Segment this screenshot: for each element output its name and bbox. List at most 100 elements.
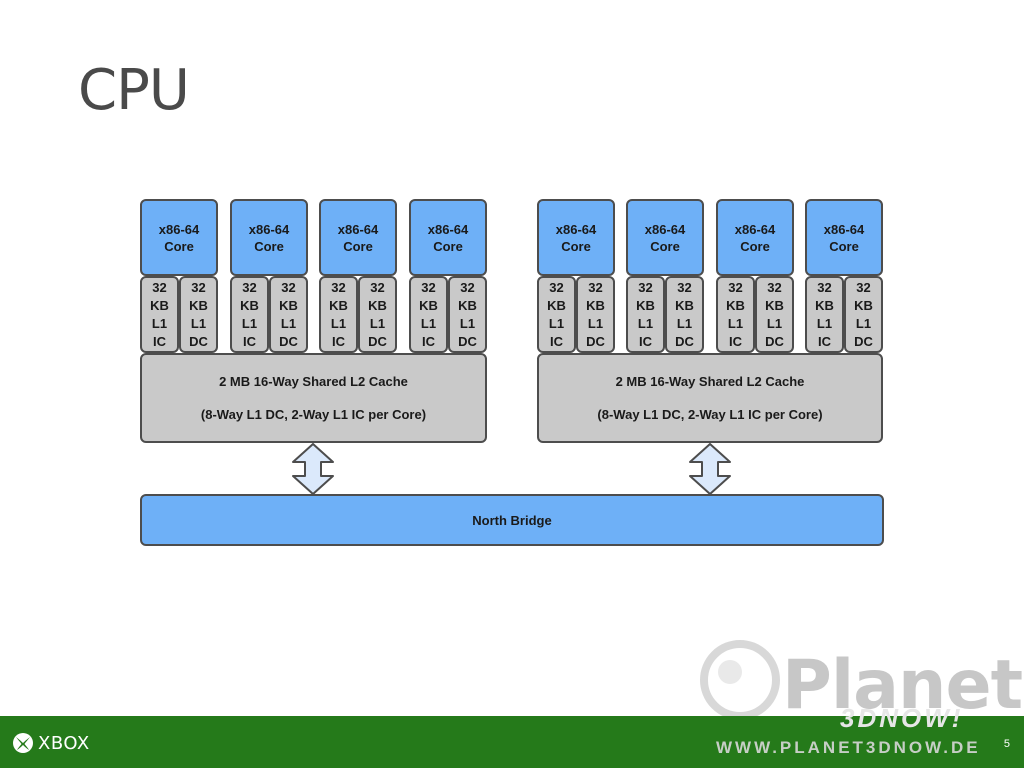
l1-ic-line1: 32 bbox=[638, 279, 653, 295]
l1-ic-box: 32 KB L1 IC bbox=[716, 276, 755, 353]
core-label-line1: x86-64 bbox=[644, 221, 686, 237]
l1-dc-line4: DC bbox=[765, 333, 784, 349]
l1-ic-line3: L1 bbox=[548, 315, 565, 331]
l1-dc-line2: KB bbox=[458, 297, 477, 313]
l1-ic-line2: KB bbox=[150, 297, 169, 313]
l1-dc-line2: KB bbox=[279, 297, 298, 313]
l1-ic-line1: 32 bbox=[331, 279, 346, 295]
l1-dc-line2: KB bbox=[854, 297, 873, 313]
l1-ic-line2: KB bbox=[726, 297, 745, 313]
l1-dc-line4: DC bbox=[675, 333, 694, 349]
l1-ic-line3: L1 bbox=[637, 315, 654, 331]
core-label-line1: x86-64 bbox=[555, 221, 597, 237]
l1-ic-line3: L1 bbox=[420, 315, 437, 331]
l2-cache-title: 2 MB 16-Way Shared L2 Cache bbox=[219, 374, 408, 389]
l1-ic-line4: IC bbox=[243, 333, 256, 349]
core-box: x86-64 Core bbox=[319, 199, 397, 276]
l2-cache-detail: (8-Way L1 DC, 2-Way L1 IC per Core) bbox=[597, 407, 823, 422]
l1-ic-line3: L1 bbox=[151, 315, 168, 331]
core-label-line2: Core bbox=[561, 238, 591, 254]
l1-ic-line4: IC bbox=[818, 333, 831, 349]
xbox-brand-text: XBOX bbox=[38, 733, 90, 754]
l1-dc-line3: L1 bbox=[369, 315, 386, 331]
l1-dc-line2: KB bbox=[368, 297, 387, 313]
core-label-line2: Core bbox=[829, 238, 859, 254]
planet-logo-icon bbox=[700, 640, 780, 720]
l1-ic-box: 32 KB L1 IC bbox=[626, 276, 665, 353]
core-box: x86-64 Core bbox=[805, 199, 883, 276]
l1-ic-line4: IC bbox=[729, 333, 742, 349]
core-label-line2: Core bbox=[343, 238, 373, 254]
l1-dc-line2: KB bbox=[675, 297, 694, 313]
north-bridge-label: North Bridge bbox=[472, 512, 552, 528]
l1-ic-line1: 32 bbox=[817, 279, 832, 295]
l1-ic-line1: 32 bbox=[152, 279, 167, 295]
core-box: x86-64 Core bbox=[716, 199, 794, 276]
l2-cache-detail: (8-Way L1 DC, 2-Way L1 IC per Core) bbox=[200, 407, 427, 422]
l1-dc-line4: DC bbox=[368, 333, 387, 349]
l1-dc-line1: 32 bbox=[370, 279, 385, 295]
l1-ic-line1: 32 bbox=[242, 279, 257, 295]
l1-ic-line3: L1 bbox=[727, 315, 744, 331]
l1-ic-box: 32 KB L1 IC bbox=[140, 276, 179, 353]
l1-dc-line3: L1 bbox=[459, 315, 476, 331]
watermark-subtitle: 3DNOW! bbox=[840, 703, 964, 733]
l1-ic-line2: KB bbox=[329, 297, 348, 313]
l1-ic-box: 32 KB L1 IC bbox=[537, 276, 576, 353]
watermark-url: WWW.PLANET3DNOW.DE bbox=[716, 738, 981, 757]
core-label-line2: Core bbox=[650, 238, 680, 254]
l1-ic-line1: 32 bbox=[549, 279, 564, 295]
l1-ic-line2: KB bbox=[815, 297, 834, 313]
north-bridge-box: North Bridge bbox=[140, 494, 884, 546]
l1-dc-box: 32 KB L1 DC bbox=[358, 276, 397, 353]
l1-ic-line4: IC bbox=[422, 333, 435, 349]
l1-dc-box: 32 KB L1 DC bbox=[448, 276, 487, 353]
l1-dc-line1: 32 bbox=[856, 279, 871, 295]
bidirectional-arrow-icon bbox=[689, 443, 731, 495]
l1-dc-line1: 32 bbox=[767, 279, 782, 295]
slide-title: CPU bbox=[78, 58, 190, 123]
l1-dc-line1: 32 bbox=[460, 279, 475, 295]
l1-dc-box: 32 KB L1 DC bbox=[179, 276, 218, 353]
core-label-line1: x86-64 bbox=[337, 221, 379, 237]
l1-ic-box: 32 KB L1 IC bbox=[805, 276, 844, 353]
l1-ic-line4: IC bbox=[639, 333, 652, 349]
xbox-logo-icon bbox=[13, 733, 33, 753]
l1-dc-line4: DC bbox=[279, 333, 298, 349]
core-label-line2: Core bbox=[433, 238, 463, 254]
core-label-line1: x86-64 bbox=[823, 221, 865, 237]
l1-ic-line3: L1 bbox=[330, 315, 347, 331]
l1-ic-line4: IC bbox=[332, 333, 345, 349]
core-label-line1: x86-64 bbox=[427, 221, 469, 237]
l1-ic-line1: 32 bbox=[421, 279, 436, 295]
l1-ic-line2: KB bbox=[419, 297, 438, 313]
l1-dc-box: 32 KB L1 DC bbox=[269, 276, 308, 353]
bidirectional-arrow-icon bbox=[292, 443, 334, 495]
core-label-line1: x86-64 bbox=[158, 221, 200, 237]
l1-dc-line3: L1 bbox=[855, 315, 872, 331]
shared-l2-cache-box: 2 MB 16-Way Shared L2 Cache (8-Way L1 DC… bbox=[537, 353, 883, 443]
l1-dc-line4: DC bbox=[458, 333, 477, 349]
l1-ic-box: 32 KB L1 IC bbox=[319, 276, 358, 353]
l1-dc-line2: KB bbox=[586, 297, 605, 313]
l1-ic-line4: IC bbox=[550, 333, 563, 349]
l1-ic-line2: KB bbox=[547, 297, 566, 313]
l1-dc-line3: L1 bbox=[280, 315, 297, 331]
l1-dc-line1: 32 bbox=[191, 279, 206, 295]
core-box: x86-64 Core bbox=[409, 199, 487, 276]
l1-ic-box: 32 KB L1 IC bbox=[230, 276, 269, 353]
l1-ic-line2: KB bbox=[240, 297, 259, 313]
core-box: x86-64 Core bbox=[230, 199, 308, 276]
l1-ic-box: 32 KB L1 IC bbox=[409, 276, 448, 353]
core-box: x86-64 Core bbox=[537, 199, 615, 276]
l1-dc-box: 32 KB L1 DC bbox=[755, 276, 794, 353]
l1-dc-line2: KB bbox=[189, 297, 208, 313]
l1-dc-line1: 32 bbox=[281, 279, 296, 295]
core-label-line2: Core bbox=[740, 238, 770, 254]
shared-l2-cache-box: 2 MB 16-Way Shared L2 Cache (8-Way L1 DC… bbox=[140, 353, 487, 443]
l1-ic-line3: L1 bbox=[816, 315, 833, 331]
l1-dc-line4: DC bbox=[586, 333, 605, 349]
l2-cache-title: 2 MB 16-Way Shared L2 Cache bbox=[615, 374, 805, 389]
l1-dc-line4: DC bbox=[189, 333, 208, 349]
page-number: 5 bbox=[1003, 738, 1010, 750]
